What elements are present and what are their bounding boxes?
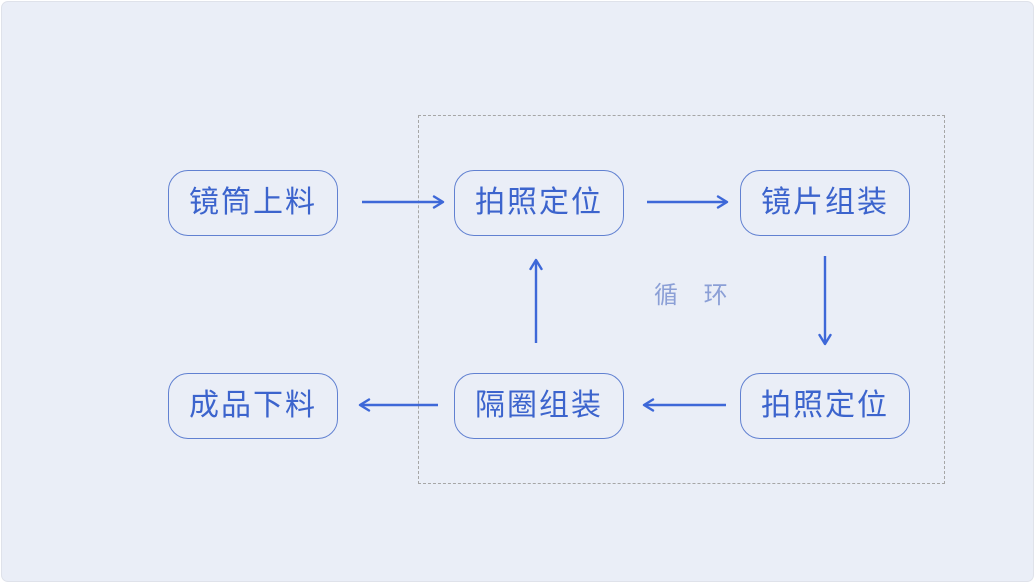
node-photo-positioning-bottom: 拍照定位 (740, 373, 910, 439)
node-photo-positioning-top: 拍照定位 (454, 170, 624, 236)
node-label-photo-positioning-top: 拍照定位 (475, 186, 603, 219)
node-lens-assembly: 镜片组装 (740, 170, 910, 236)
node-barrel-loading: 镜筒上料 (168, 170, 338, 236)
node-label-barrel-loading: 镜筒上料 (189, 186, 317, 219)
loop-region-border (418, 115, 945, 484)
node-label-photo-positioning-bottom: 拍照定位 (761, 389, 889, 422)
node-spacer-assembly: 隔圈组装 (454, 373, 624, 439)
node-finished-unloading: 成品下料 (168, 373, 338, 439)
loop-label: 循 环 (654, 281, 737, 309)
node-label-spacer-assembly: 隔圈组装 (475, 389, 603, 422)
node-label-lens-assembly: 镜片组装 (761, 186, 889, 219)
node-label-finished-unloading: 成品下料 (189, 389, 317, 422)
